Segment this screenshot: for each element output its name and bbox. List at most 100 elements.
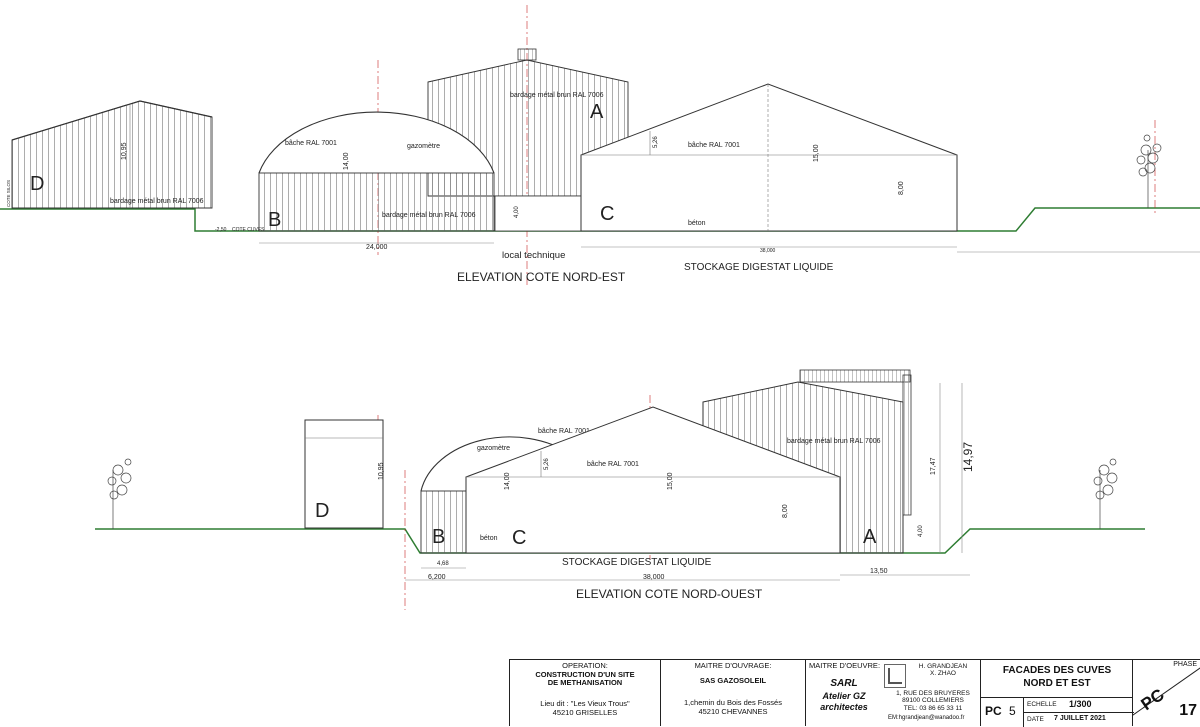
building-c	[580, 83, 958, 232]
phase-cell: PHASE PC 17	[1133, 660, 1200, 726]
title-north-east: ELEVATION COTE NORD-EST	[457, 270, 626, 284]
label-b: B	[432, 526, 445, 548]
label-level: -2,50	[215, 227, 227, 233]
label-c: C	[600, 203, 614, 225]
dim-b-width: 24,000	[366, 244, 388, 251]
label-cote-silos: COTE SILOS	[6, 180, 11, 207]
sheet-title1: FACADES DES CUVES	[1002, 665, 1112, 676]
lieu-line1: Lieu dit : "Les Vieux Trous"	[540, 698, 630, 708]
label-c: C	[512, 527, 526, 549]
date-value: 7 JUILLET 2021	[1054, 715, 1106, 722]
dim-b-height: 14,00	[343, 152, 350, 170]
dim-c-angle: 5,26	[653, 136, 659, 148]
dim-a-total: 14,97	[961, 442, 975, 472]
operation-line2: DE METHANISATION	[547, 678, 623, 688]
gazometer-dome-b	[420, 436, 573, 492]
tree-icon	[1093, 458, 1118, 529]
sheet-cell: FACADES DES CUVES NORD ET EST PC 5 ECHEL…	[981, 660, 1134, 727]
label-bardage-a: bardage métal brun RAL 7006	[787, 438, 881, 445]
moe-architectes: architectes	[820, 701, 868, 712]
logo-icon	[884, 664, 906, 688]
moe-email: EM:hgrandjean@wanadoo.fr	[888, 715, 965, 721]
label-a: A	[863, 526, 877, 548]
local-technique	[494, 195, 586, 232]
moa-address2: 45210 CHEVANNES	[698, 706, 768, 716]
gazometer-dome-b	[258, 111, 495, 174]
moe-names1: H. GRANDJEAN	[918, 663, 968, 670]
dim-a-base: 4,00	[918, 525, 924, 537]
moa-name: SAS GAZOSOLEIL	[699, 675, 767, 685]
label-bache-c: bâche RAL 7001	[688, 142, 740, 149]
label-stockage: STOCKAGE DIGESTAT LIQUIDE	[562, 557, 712, 568]
label-stockage: STOCKAGE DIGESTAT LIQUIDE	[684, 262, 834, 273]
echelle-value: 1/300	[1069, 699, 1092, 709]
label-gazometre: gazomètre	[477, 445, 510, 452]
dim-b-height: 14,00	[504, 472, 511, 490]
operation-header: OPERATION:	[562, 661, 608, 670]
dim-d-width: 6,200	[428, 574, 446, 581]
title-north-west: ELEVATION COTE NORD-OUEST	[576, 587, 763, 601]
building-d	[304, 419, 384, 529]
pc-number: 5	[1009, 704, 1016, 718]
label-beton: béton	[480, 535, 498, 542]
label-bardage-a: bardage métal brun RAL 7006	[510, 92, 604, 99]
operation-line1: CONSTRUCTION D'UN SITE	[535, 669, 635, 679]
label-b: B	[268, 209, 281, 231]
label-bardage-d: bardage métal brun RAL 7006	[110, 198, 204, 205]
dim-c-wall: 8,00	[898, 181, 905, 195]
building-b	[420, 490, 467, 554]
label-bardage-b: bardage métal brun RAL 7006	[382, 212, 476, 219]
ladder-a	[902, 374, 912, 516]
elevation-north-west: D 10,95 bardage métal brun RAL 7006 A 17…	[95, 369, 1145, 610]
ground-line-ne	[0, 207, 1200, 232]
label-local-technique: local technique	[502, 250, 565, 261]
maitre-ouvrage-cell: MAITRE D'OUVRAGE: SAS GAZOSOLEIL 1,chemi…	[661, 660, 806, 726]
moe-atelier: Atelier GZ	[822, 690, 866, 701]
dim-d-height: 10,95	[121, 142, 128, 160]
building-b	[258, 172, 495, 232]
dim-b-width: 4,68	[437, 561, 449, 567]
label-bache-b: bâche RAL 7001	[538, 428, 590, 435]
sheet-title2: NORD ET EST	[1023, 678, 1091, 689]
moa-address1: 1,chemin du Bois des Fossés	[684, 698, 782, 708]
moe-addr1: 1, RUE DES BRUYERES	[896, 690, 970, 697]
label-a: A	[590, 101, 604, 123]
title-block: OPERATION: CONSTRUCTION D'UN SITE DE MET…	[509, 659, 1200, 727]
moe-addr2: 89100 COLLEMIERS	[902, 697, 964, 705]
phase-label: PHASE	[1173, 661, 1197, 668]
label-gazometre: gazomètre	[407, 143, 440, 150]
lieu-line2: 45210 GRISELLES	[552, 707, 618, 717]
moe-sarl: SARL	[830, 678, 858, 689]
pc-label: PC	[985, 704, 1002, 718]
operation-cell: OPERATION: CONSTRUCTION D'UN SITE DE MET…	[510, 660, 661, 726]
date-label: DATE	[1027, 716, 1044, 723]
tree-icon	[1136, 134, 1162, 208]
echelle-label: ECHELLE	[1027, 701, 1057, 708]
label-bache-c: bâche RAL 7001	[587, 461, 639, 468]
dim-c-angle: 5,26	[544, 458, 550, 470]
moe-header: MAITRE D'OEUVRE:	[809, 661, 881, 670]
label-d: D	[315, 500, 329, 522]
dim-local-height: 4,00	[514, 206, 520, 218]
dim-c-roof: 15,00	[813, 144, 820, 162]
dim-c-width: 38,000	[760, 248, 776, 254]
elevation-north-east: D bardage métal brun RAL 7006 10,95 COTE…	[0, 5, 1200, 285]
vent-a	[517, 48, 537, 61]
tree-icon	[107, 458, 132, 529]
maitre-oeuvre-cell: MAITRE D'OEUVRE: SARL Atelier GZ archite…	[806, 660, 981, 726]
dim-a-width: 13,50	[870, 568, 888, 575]
label-beton: béton	[688, 220, 706, 227]
label-bache-b: bâche RAL 7001	[285, 140, 337, 147]
dim-c-width: 38,000	[643, 574, 665, 581]
label-cote-cuves: COTE CUVES	[232, 227, 265, 233]
railing-a	[799, 369, 911, 383]
moa-header: MAITRE D'OUVRAGE:	[694, 661, 772, 670]
moe-names2: X. ZHAO	[929, 670, 956, 678]
dim-d-height: 10,95	[378, 462, 385, 480]
label-d: D	[30, 173, 44, 195]
dim-a-height: 17,47	[930, 457, 937, 475]
dim-c-roof: 15,00	[667, 472, 674, 490]
phase-number: 17	[1179, 702, 1197, 719]
building-c	[465, 406, 841, 554]
